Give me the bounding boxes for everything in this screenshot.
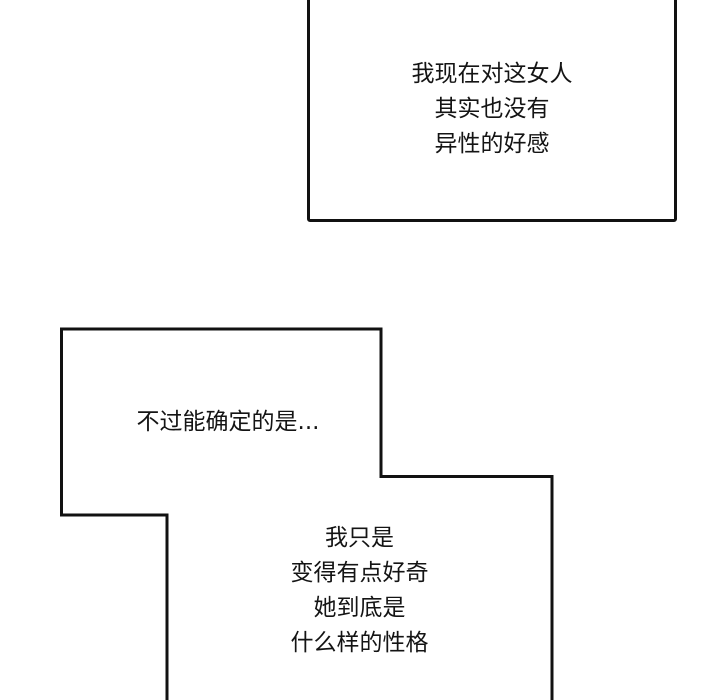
top-box-border <box>307 0 677 222</box>
caption-line: 我只是 <box>325 525 394 551</box>
caption-line: 异性的好感 <box>434 131 550 157</box>
narration-text-middle: 不过能确定的是... <box>61 405 395 440</box>
caption-line: 她到底是 <box>313 595 406 621</box>
caption-line: 变得有点好奇 <box>290 560 429 586</box>
caption-line: 其实也没有 <box>434 96 550 122</box>
stepped-box-border <box>60 327 554 700</box>
caption-line: 我现在对这女人 <box>411 61 573 87</box>
narration-text-top: 我现在对这女人 其实也没有 异性的好感 <box>307 57 677 162</box>
narration-text-bottom: 我只是 变得有点好奇 她到底是 什么样的性格 <box>167 521 552 661</box>
caption-line: 什么样的性格 <box>290 630 429 656</box>
caption-line: 不过能确定的是... <box>136 409 320 435</box>
